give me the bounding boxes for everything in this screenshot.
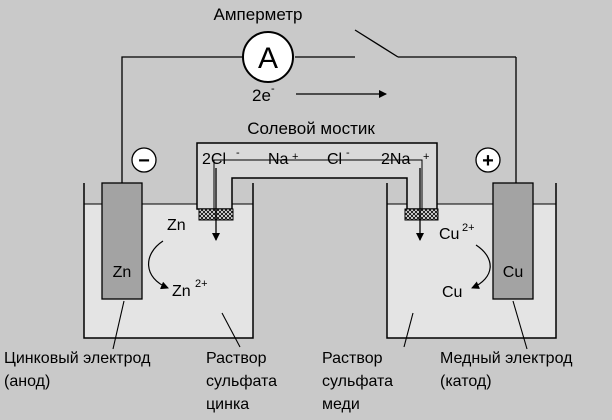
zinc-oxidation: Zn Zn 2+	[148, 217, 208, 300]
ammeter-label: Амперметр	[214, 5, 303, 24]
copper-reduction: Cu 2+ Cu	[439, 222, 491, 301]
copper-solution-caption-1: Раствор	[322, 350, 383, 367]
external-circuit-wire	[121, 56, 517, 183]
salt-bridge-ions: 2Cl - Na + Cl - 2Na +	[202, 147, 429, 168]
copper-electrode: Cu	[492, 182, 534, 300]
ion-2cl-base: 2Cl	[202, 151, 226, 168]
zinc-ion-sup: 2+	[195, 278, 208, 290]
salt-bridge-title: Солевой мостик	[247, 119, 375, 138]
zinc-electrode-caption-1: Цинковый электрод	[4, 350, 151, 367]
zinc-reactant: Zn	[167, 217, 186, 234]
ion-2na-base: 2Na	[381, 151, 410, 168]
leader-lines	[112, 300, 528, 350]
copper-electrode-caption-2: (катод)	[440, 373, 492, 390]
zinc-reaction-arrow	[148, 240, 169, 290]
copper-ion-sup: 2+	[462, 222, 475, 234]
positive-terminal: +	[475, 147, 501, 173]
ion-2cl-sup: -	[236, 147, 240, 159]
zinc-solution-caption-2: сульфата	[206, 373, 277, 390]
ion-na-base: Na	[268, 151, 289, 168]
copper-electrode-symbol: Cu	[503, 264, 523, 281]
copper-electrode-caption-1: Медный электрод	[440, 350, 573, 367]
zinc-ion-base: Zn	[172, 283, 191, 300]
ion-2na-sup: +	[423, 151, 429, 163]
copper-ion-base: Cu	[439, 226, 459, 243]
ion-na-sup: +	[292, 151, 298, 163]
positive-terminal-sign: +	[482, 150, 494, 172]
ammeter: A	[242, 31, 294, 83]
ion-cl-sup: -	[346, 147, 350, 159]
copper-reaction-arrow	[471, 244, 491, 289]
zinc-electrode: Zn	[101, 182, 143, 300]
zinc-electrode-caption-2: (анод)	[4, 373, 50, 390]
copper-product: Cu	[442, 284, 462, 301]
ion-cl-base: Cl	[327, 151, 342, 168]
copper-solution-caption-2: сульфата	[322, 373, 393, 390]
negative-terminal-sign: −	[138, 150, 150, 172]
zinc-solution-caption-3: цинка	[206, 396, 249, 413]
negative-terminal: −	[131, 147, 157, 173]
zinc-solution-caption-1: Раствор	[206, 350, 267, 367]
electron-flow-base: 2e	[252, 86, 271, 105]
circuit-switch	[354, 29, 399, 58]
zinc-electrode-symbol: Zn	[113, 264, 132, 281]
electron-flow-sup: -	[271, 83, 275, 95]
copper-solution-caption-3: меди	[322, 396, 360, 413]
ammeter-symbol: A	[258, 42, 278, 75]
electron-flow-label: 2e -	[252, 83, 275, 105]
